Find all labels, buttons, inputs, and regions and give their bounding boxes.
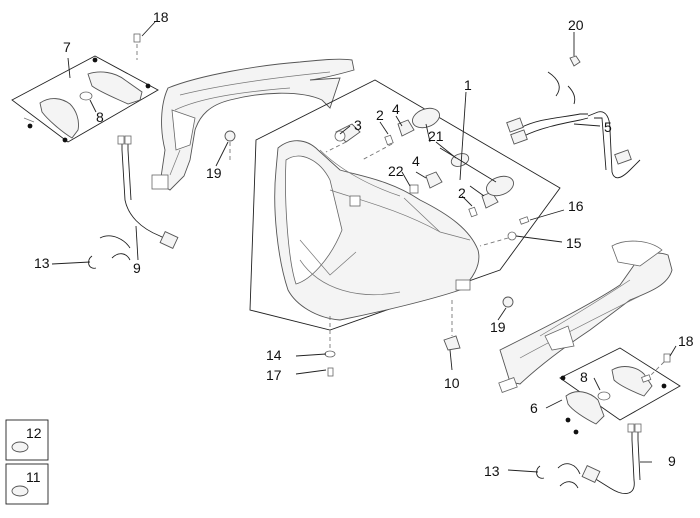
frame-dot (573, 429, 579, 435)
right-blinker-group (559, 347, 681, 435)
callout-3: 3 (354, 117, 362, 133)
callout-22: 22 (388, 163, 404, 179)
bulb (79, 91, 93, 101)
frame-dot (565, 417, 571, 423)
callout-1: 1 (464, 77, 472, 93)
headlight-wiring-harness (506, 71, 641, 179)
frame-dot (661, 383, 667, 389)
bracket-clip (443, 300, 461, 351)
callout-14: 14 (266, 347, 282, 363)
frame-dot (145, 83, 151, 89)
screw (663, 353, 671, 363)
callout-4: 4 (392, 101, 400, 117)
connector (581, 465, 601, 483)
side-fasteners (479, 216, 530, 247)
callout-18-lower: 18 (678, 333, 694, 349)
lower-fasteners (324, 316, 336, 377)
callout-labels: 7 18 8 9 13 19 3 2 4 1 21 22 4 2 20 5 16… (26, 9, 694, 485)
frame-dot (62, 137, 68, 143)
callout-19-lower: 19 (490, 319, 506, 335)
callout-18: 18 (153, 9, 169, 25)
headlight-kit-frame (249, 79, 561, 331)
callout-9: 9 (133, 260, 141, 276)
blinker-housing (611, 366, 653, 397)
grommet (502, 296, 514, 308)
callout-20: 20 (568, 17, 584, 33)
callout-9-lower: 9 (668, 453, 676, 469)
headlight-unit (249, 79, 561, 331)
callout-16: 16 (568, 198, 584, 214)
inset-part-11 (5, 463, 49, 505)
callout-15: 15 (566, 235, 582, 251)
cable-clamp (88, 255, 97, 269)
frame-dot (560, 375, 566, 381)
callout-10: 10 (444, 375, 460, 391)
callout-17: 17 (266, 367, 282, 383)
leader-lines (51, 21, 677, 473)
screw (133, 33, 141, 43)
bulb (597, 391, 611, 401)
callout-21: 21 (428, 128, 444, 144)
callout-8: 8 (96, 109, 104, 125)
blinker-housing (87, 71, 143, 105)
frame-dot (92, 57, 98, 63)
left-blinker-group (11, 55, 159, 143)
blinker-lens (565, 391, 605, 425)
frame-dot (27, 123, 33, 129)
blinker-lens (39, 98, 79, 139)
callout-13-lower: 13 (484, 463, 500, 479)
callout-12: 12 (26, 425, 42, 441)
callout-19: 19 (206, 165, 222, 181)
callout-2-lower: 2 (458, 185, 466, 201)
callout-13: 13 (34, 255, 50, 271)
cable-clamp (536, 465, 545, 479)
callout-6: 6 (530, 400, 538, 416)
inset-part-12 (5, 419, 49, 461)
grommet (224, 130, 236, 142)
callout-7: 7 (63, 39, 71, 55)
callout-2: 2 (376, 107, 384, 123)
right-blinker-wiring (557, 423, 642, 495)
right-headlight-fairing (498, 240, 673, 393)
nut (569, 55, 581, 67)
callout-4-lower: 4 (412, 153, 420, 169)
left-headlight-fairing (151, 58, 355, 191)
callout-8-lower: 8 (580, 369, 588, 385)
callout-11: 11 (26, 469, 41, 485)
connector (159, 231, 179, 249)
left-blinker-wiring (99, 135, 179, 261)
callout-5: 5 (604, 119, 612, 135)
